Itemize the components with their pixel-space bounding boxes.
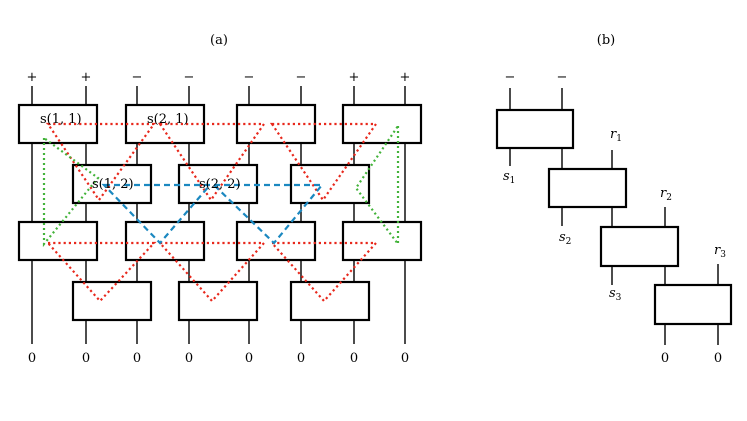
node-label-s21: s(2, 1) [147, 112, 189, 127]
panel-b-s1-label: s1 [503, 169, 515, 186]
panel-b: (b) − − s1 s2 s3 r1 r2 [495, 33, 733, 366]
gate-box-r1-1 [17, 103, 99, 145]
panel-b-r2-label: r2 [660, 186, 672, 203]
panel-a-caption: (a) [210, 33, 228, 48]
top-sign-5: − [244, 70, 255, 85]
gate-box-r3-1 [17, 220, 99, 262]
red-dotted-paths [45, 122, 379, 303]
gate-box-r4-3 [289, 280, 371, 322]
top-sign-2: + [81, 70, 92, 85]
panel-b-box-2 [547, 167, 628, 209]
panel-b-r3-label: r3 [714, 243, 726, 260]
blue-dashed-paths [101, 183, 325, 245]
panel-a-bottom-labels: 0 0 0 0 0 0 0 0 [28, 351, 409, 366]
gate-box-r2-3 [289, 163, 371, 205]
panel-b-box-3 [599, 225, 680, 268]
panel-b-wires [509, 88, 719, 345]
panel-b-bottom-label-1: 0 [661, 351, 669, 366]
gate-box-r4-2 [177, 280, 259, 322]
top-sign-4: − [184, 70, 195, 85]
top-sign-6: − [296, 70, 307, 85]
bottom-label-7: 0 [350, 351, 358, 366]
panel-b-box-1 [495, 108, 575, 150]
panel-b-s3-label: s3 [609, 286, 622, 303]
top-sign-8: + [400, 70, 411, 85]
bottom-label-1: 0 [28, 351, 36, 366]
node-label-s22: s(2, 2) [199, 177, 241, 192]
gate-box-r1-4 [341, 103, 423, 145]
panel-a-top-signs: + + − − − − + + [27, 70, 411, 85]
panel-b-top-sign-2: − [557, 70, 568, 85]
bottom-label-4: 0 [185, 351, 193, 366]
panel-b-bottom-label-2: 0 [714, 351, 722, 366]
gate-box-r3-4 [341, 220, 423, 262]
bottom-label-6: 0 [297, 351, 305, 366]
panel-b-caption: (b) [597, 33, 615, 48]
panel-b-box-4 [653, 283, 733, 326]
panel-b-r1-label: r1 [610, 127, 622, 144]
green-dotted-paths [42, 122, 400, 248]
panel-a: (a) [17, 33, 423, 366]
panel-a-wires [31, 86, 406, 344]
bottom-label-3: 0 [133, 351, 141, 366]
panel-b-top-sign-1: − [505, 70, 516, 85]
top-sign-3: − [132, 70, 143, 85]
gate-box-r3-2 [124, 220, 206, 262]
bottom-label-8: 0 [401, 351, 409, 366]
bottom-label-2: 0 [82, 351, 90, 366]
node-label-s11: s(1, 1) [40, 112, 82, 127]
bottom-label-5: 0 [245, 351, 253, 366]
top-sign-1: + [27, 70, 38, 85]
node-label-s12: s(1, 2) [92, 177, 134, 192]
top-sign-7: + [349, 70, 360, 85]
panel-b-s2-label: s2 [559, 230, 571, 247]
